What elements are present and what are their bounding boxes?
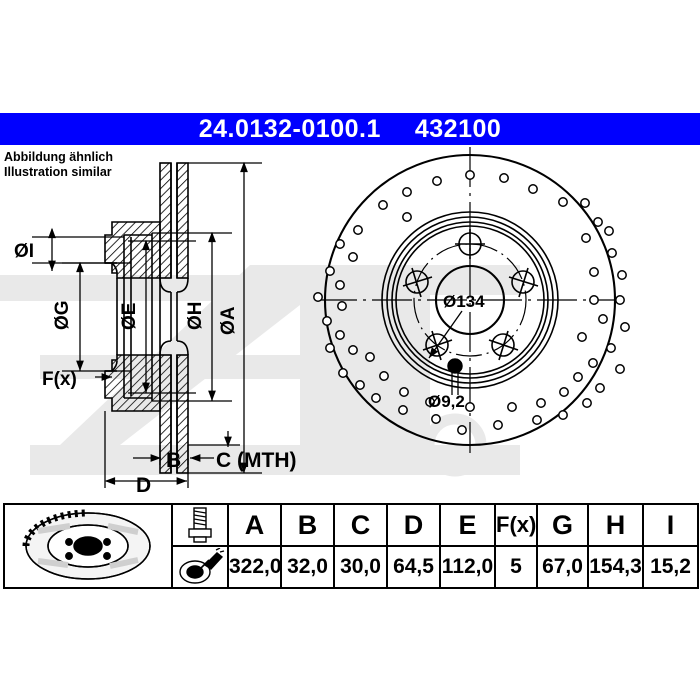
- col-header-g: G: [536, 503, 589, 547]
- col-header-d: D: [386, 503, 441, 547]
- illustration-caption: Abbildung ähnlich Illustration similar: [4, 150, 154, 180]
- label-fx: F(x): [42, 369, 77, 390]
- wheel-bolt-holes: [402, 229, 539, 361]
- value-e: 112,0: [439, 545, 496, 589]
- caption-german: Abbildung ähnlich: [4, 150, 114, 164]
- col-header-c: C: [333, 503, 388, 547]
- value-i: 15,2: [642, 545, 699, 589]
- caption-english: Illustration similar: [4, 165, 112, 179]
- col-header-i: I: [642, 503, 699, 547]
- value-c: 30,0: [333, 545, 388, 589]
- disc-face-view: [317, 147, 623, 453]
- value-d: 64,5: [386, 545, 441, 589]
- label-dia-i: ØI: [14, 241, 34, 262]
- value-g: 67,0: [536, 545, 589, 589]
- drawing-linework: ØI ØG ØE ØH ØA F(x) B C (MTH) D Ø134 Ø9,…: [14, 147, 630, 495]
- value-fx: 5: [494, 545, 538, 589]
- bolt-circle-leader: [428, 310, 463, 359]
- label-dia-a: ØA: [218, 306, 239, 335]
- col-header-e: E: [439, 503, 496, 547]
- value-a: 322,0: [227, 545, 282, 589]
- value-b: 32,0: [280, 545, 335, 589]
- cross-section-dimensions: [32, 161, 262, 488]
- header-band: [0, 113, 700, 145]
- cross-section-profile: [104, 162, 189, 474]
- label-b: B: [166, 449, 181, 472]
- label-bolt-circle: Ø134: [443, 292, 485, 311]
- col-header-a: A: [227, 503, 282, 547]
- col-header-b: B: [280, 503, 335, 547]
- specification-table: A B C D E F(x) G H I: [3, 503, 699, 589]
- brake-disc-icon: [3, 503, 173, 589]
- label-dia-e: ØE: [119, 303, 140, 330]
- part-number: 24.0132-0100.1: [198, 114, 381, 143]
- table-row-values: 322,0 32,0 30,0 64,5 112,0 5 67,0 154,3 …: [4, 545, 699, 589]
- col-header-h: H: [587, 503, 644, 547]
- label-c-mth: C (MTH): [216, 449, 296, 472]
- label-d: D: [136, 474, 151, 495]
- reference-number: 432100: [414, 114, 502, 143]
- table-row-headers: A B C D E F(x) G H I: [3, 503, 699, 589]
- label-dia-g: ØG: [52, 300, 73, 330]
- header-title: 24.0132-0100.1 432100: [0, 113, 700, 145]
- label-hole-diameter: Ø9,2: [428, 392, 465, 411]
- hole-diameter-leader: [447, 358, 463, 395]
- value-h: 154,3: [587, 545, 644, 589]
- col-header-fx: F(x): [494, 503, 538, 547]
- grease-applicator-icon: [171, 545, 229, 589]
- drilled-hole-pattern: [313, 170, 630, 435]
- label-dia-h: ØH: [185, 302, 206, 331]
- drawing-stage: ØI ØG ØE ØH ØA F(x) B C (MTH) D Ø134 Ø9,…: [0, 145, 700, 495]
- bolt-icon: [171, 503, 229, 547]
